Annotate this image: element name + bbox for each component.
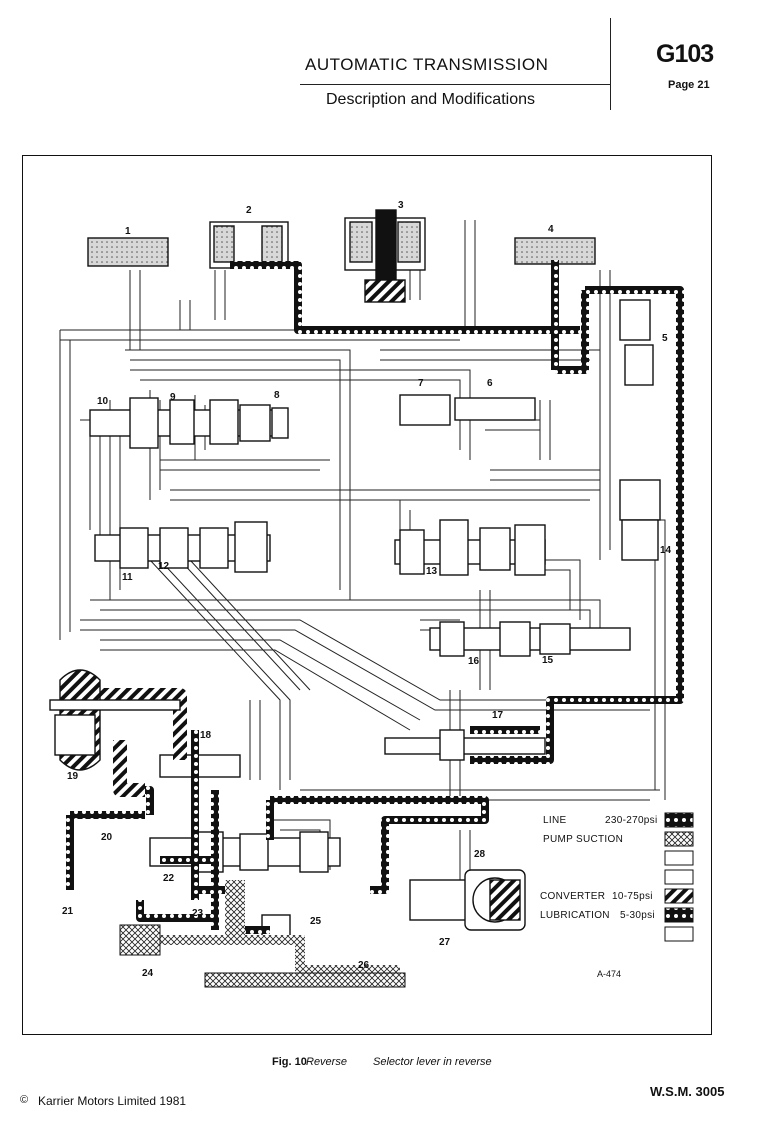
- label-9: 9: [170, 392, 176, 403]
- legend-suction-label: PUMP SUCTION: [543, 834, 624, 845]
- legend-swatch-suction: [664, 831, 694, 847]
- legend-swatch-line: [664, 812, 694, 828]
- passages-line-pressure: [66, 260, 684, 934]
- legend-swatch-blank: [664, 850, 694, 866]
- label-26: 26: [358, 960, 370, 971]
- label-28: 28: [474, 849, 486, 860]
- legend-lube-value: 5-30psi: [620, 910, 655, 921]
- label-22: 22: [163, 873, 175, 884]
- figure-name: Reverse: [306, 1056, 347, 1068]
- diagram-ref: A-474: [597, 969, 622, 979]
- copyright-text: Karrier Motors Limited 1981: [38, 1094, 187, 1108]
- legend-swatch-blank: [664, 926, 694, 942]
- label-21: 21: [62, 906, 74, 917]
- label-4: 4: [548, 224, 554, 235]
- legend-converter-label: CONVERTER: [540, 891, 606, 902]
- label-8: 8: [274, 390, 280, 401]
- label-16: 16: [468, 656, 480, 667]
- header-divider: [610, 18, 611, 110]
- legend-lube-label: LUBRICATION: [540, 910, 610, 921]
- legend-line-label: LINE: [543, 815, 567, 826]
- document-title: AUTOMATIC TRANSMISSION: [305, 55, 549, 74]
- label-1: 1: [125, 226, 131, 237]
- legend-converter-value: 10-75psi: [612, 891, 653, 902]
- torque-converter: [49, 669, 181, 771]
- label-13: 13: [426, 566, 438, 577]
- legend-swatch-blank: [664, 869, 694, 885]
- label-15: 15: [542, 655, 554, 666]
- page-number: Page 21: [668, 79, 710, 91]
- label-17: 17: [492, 710, 504, 721]
- label-25: 25: [310, 916, 322, 927]
- section-code: G103: [656, 40, 714, 68]
- legend-swatches: [664, 812, 694, 942]
- label-3: 3: [398, 200, 404, 211]
- copyright-symbol: ©: [20, 1094, 29, 1106]
- legend-swatch-converter: [664, 888, 694, 904]
- legend-line-value: 230-270psi: [605, 815, 658, 826]
- figure-description: Selector lever in reverse: [373, 1056, 492, 1068]
- label-14: 14: [660, 545, 672, 556]
- diagram-frame: [22, 155, 712, 1035]
- sump-strainer: [119, 924, 161, 956]
- oil-sump: [204, 972, 406, 988]
- label-12: 12: [158, 561, 170, 572]
- label-5: 5: [662, 333, 668, 344]
- document-subtitle: Description and Modifications: [326, 91, 535, 108]
- label-7: 7: [418, 378, 424, 389]
- legend-swatch-lube: [664, 907, 694, 923]
- label-18: 18: [200, 730, 212, 741]
- pump-assembly: [464, 869, 526, 931]
- label-27: 27: [439, 937, 451, 948]
- label-24: 24: [142, 968, 154, 979]
- manual-reference: W.S.M. 3005: [650, 1084, 725, 1099]
- label-11: 11: [122, 572, 133, 583]
- passages-converter: [100, 688, 187, 797]
- label-6: 6: [487, 378, 493, 389]
- label-19: 19: [67, 771, 79, 782]
- cylinders: [87, 209, 596, 303]
- label-20: 20: [101, 832, 113, 843]
- figure-number: Fig. 10: [272, 1056, 307, 1068]
- label-23: 23: [192, 908, 204, 919]
- label-2: 2: [246, 205, 252, 216]
- title-rule: [300, 84, 610, 85]
- label-10: 10: [97, 396, 109, 407]
